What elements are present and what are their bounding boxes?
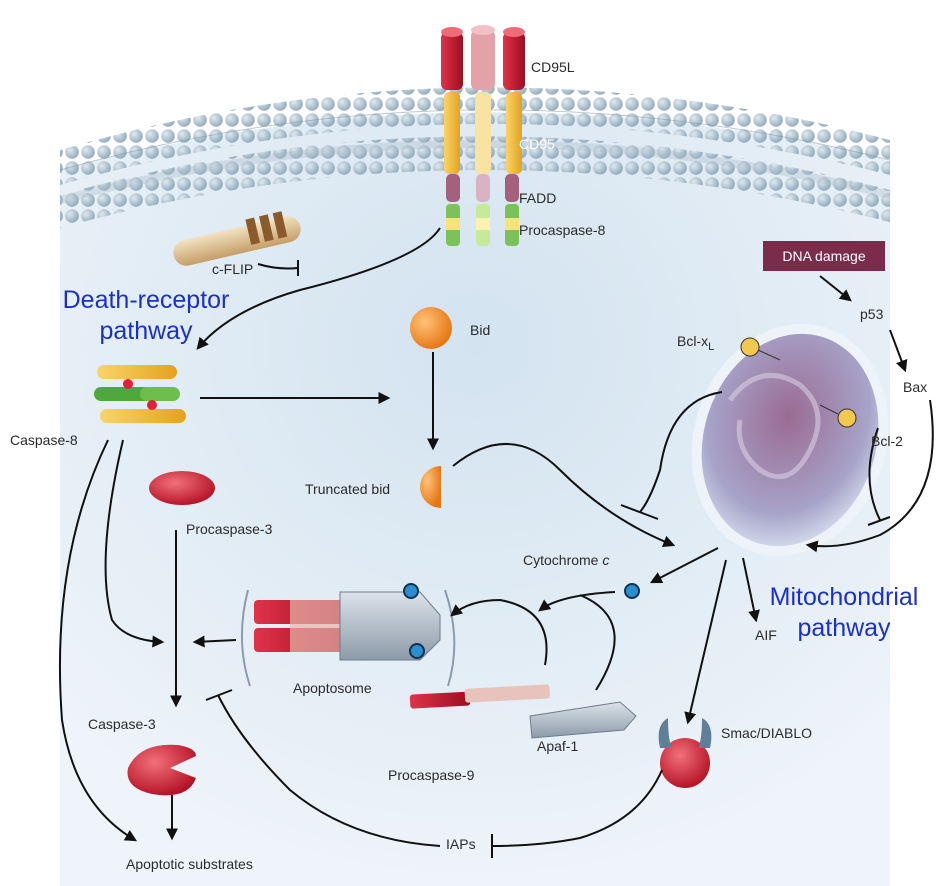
caspase8-complex	[94, 365, 186, 423]
inhibit-bcl2	[868, 427, 881, 521]
receptor-complex	[441, 25, 525, 246]
label-bid: Bid	[470, 322, 491, 338]
bid-molecule	[410, 307, 452, 349]
cell-interior	[60, 112, 890, 886]
bclxl-molecule	[740, 337, 760, 357]
arrow-bax-to-mito	[805, 399, 934, 553]
label-cflip: c-FLIP	[212, 261, 254, 277]
apoptosome-complex	[241, 583, 456, 687]
arrow-apoptosome-loop	[450, 598, 548, 666]
label-p53: p53	[860, 306, 884, 322]
dna-damage-box: DNA damage	[763, 241, 885, 271]
label-apoptotic-substrates: Apoptotic substrates	[126, 856, 253, 872]
label-bclxl: Bcl-xL	[677, 334, 714, 353]
mitochondrial-line1: Mitochondrial	[769, 583, 919, 611]
arrow-truncated-to-mito	[452, 443, 676, 548]
label-truncated-bid: Truncated bid	[305, 481, 391, 497]
fadd-trimer	[446, 174, 519, 202]
cytochrome-c-molecule	[624, 583, 640, 599]
arrow-caspase8-to-caspase3	[104, 439, 165, 648]
label-bax: Bax	[903, 379, 928, 395]
label-fadd: FADD	[519, 190, 557, 206]
smac-diablo-molecule	[658, 718, 712, 788]
label-cytochrome-c: Cytochrome c	[523, 553, 609, 567]
bclxl-sub: L	[708, 340, 715, 353]
cell-membrane	[58, 87, 891, 228]
inhibit-bclxl	[639, 391, 723, 513]
death-receptor-line1: Death-receptor	[62, 286, 230, 314]
label-iaps: IAPs	[446, 836, 476, 852]
arrow-cytochrome-to-apoptosome	[538, 591, 616, 612]
label-smac-diablo: Smac/DIABLO	[721, 725, 813, 741]
arrow-procaspase8-to-caspase8	[196, 227, 441, 350]
arrow-mito-to-aif	[742, 557, 760, 623]
death-receptor-line2: pathway	[99, 317, 193, 346]
arrow-mito-to-smac	[684, 559, 727, 725]
label-death-receptor-pathway: Death-receptor pathway	[57, 285, 235, 348]
bcl2-molecule	[837, 408, 857, 428]
truncated-bid-molecule	[420, 466, 441, 508]
inhibit-iaps-caspase3	[217, 694, 441, 847]
arrow-apaf-loop	[579, 594, 616, 691]
mitochondrial-line2: pathway	[797, 614, 891, 643]
mitochondrion	[691, 323, 889, 557]
caspase3-molecule	[127, 744, 196, 796]
cflip-molecule	[173, 211, 301, 266]
label-bcl2: Bcl-2	[871, 433, 903, 449]
inhibit-cflip	[257, 263, 299, 270]
label-caspase3: Caspase-3	[88, 716, 156, 732]
arrow-caspase8-to-substrates	[58, 439, 138, 842]
label-procaspase8: Procaspase-8	[519, 222, 606, 238]
apaf1-molecule	[529, 701, 637, 739]
arrow-p53-to-bax	[889, 329, 908, 373]
cd95-trimer	[444, 92, 522, 174]
inhibit-smac-iaps	[491, 769, 663, 847]
cd95l-trimer	[441, 25, 525, 90]
label-cd95: CD95	[519, 136, 555, 152]
label-procaspase9: Procaspase-9	[388, 767, 475, 783]
procaspase8-trimer	[446, 204, 519, 246]
label-caspase8: Caspase-8	[10, 432, 78, 448]
cytochrome-prefix: Cytochrome	[523, 552, 599, 568]
arrow-mito-to-cytochrome	[649, 547, 719, 584]
bclxl-prefix: Bcl-x	[677, 333, 709, 349]
label-mitochondrial-pathway: Mitochondrial pathway	[758, 582, 930, 645]
label-apoptosome: Apoptosome	[293, 680, 372, 696]
arrow-apoptosome-to-caspase3	[192, 635, 237, 648]
arrow-dna-to-p53	[819, 275, 852, 302]
label-procaspase3: Procaspase-3	[186, 521, 273, 537]
label-apaf1: Apaf-1	[537, 738, 579, 754]
cytochrome-suffix: c	[602, 552, 610, 568]
procaspase3-molecule	[149, 471, 215, 505]
label-aif: AIF	[755, 627, 777, 643]
label-cd95l: CD95L	[531, 59, 575, 75]
procaspase9-molecule	[409, 684, 550, 709]
